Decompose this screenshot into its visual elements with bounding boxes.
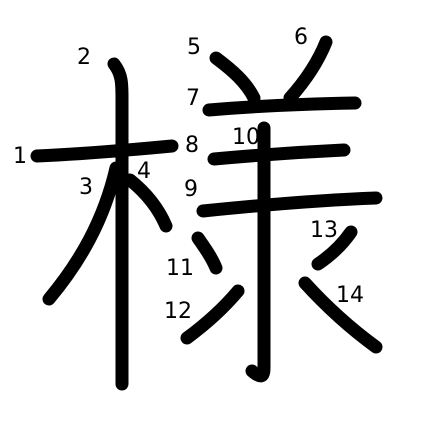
stroke-number-7: 7 — [186, 86, 200, 111]
stroke-12 — [180, 284, 245, 345]
stroke-number-11: 11 — [166, 256, 194, 281]
stroke-number-4: 4 — [137, 159, 151, 184]
stroke-number-1: 1 — [13, 144, 27, 169]
stroke-numbers: 1 2 3 4 5 6 7 8 9 10 11 12 13 14 — [13, 25, 364, 324]
stroke-number-13: 13 — [310, 218, 338, 243]
stroke-3 — [42, 161, 123, 306]
stroke-number-12: 12 — [164, 299, 192, 324]
character-strokes — [30, 35, 383, 391]
stroke-7 — [202, 96, 362, 117]
stroke-2 — [107, 57, 129, 391]
stroke-6 — [283, 35, 333, 105]
stroke-5 — [209, 51, 261, 105]
stroke-number-10: 10 — [232, 125, 260, 150]
stroke-1 — [30, 139, 179, 163]
stroke-4 — [123, 173, 173, 233]
stroke-13 — [311, 225, 358, 271]
stroke-11 — [191, 231, 223, 275]
stroke-number-2: 2 — [77, 45, 91, 70]
stroke-number-9: 9 — [184, 177, 198, 202]
stroke-number-3: 3 — [79, 175, 93, 200]
stroke-9 — [196, 191, 383, 218]
stroke-8 — [207, 143, 351, 166]
stroke-10 — [245, 121, 271, 383]
stroke-number-6: 6 — [294, 25, 308, 50]
stroke-14 — [298, 276, 383, 354]
stroke-number-5: 5 — [187, 35, 201, 60]
stroke-number-8: 8 — [185, 133, 199, 158]
stroke-number-14: 14 — [336, 283, 364, 308]
